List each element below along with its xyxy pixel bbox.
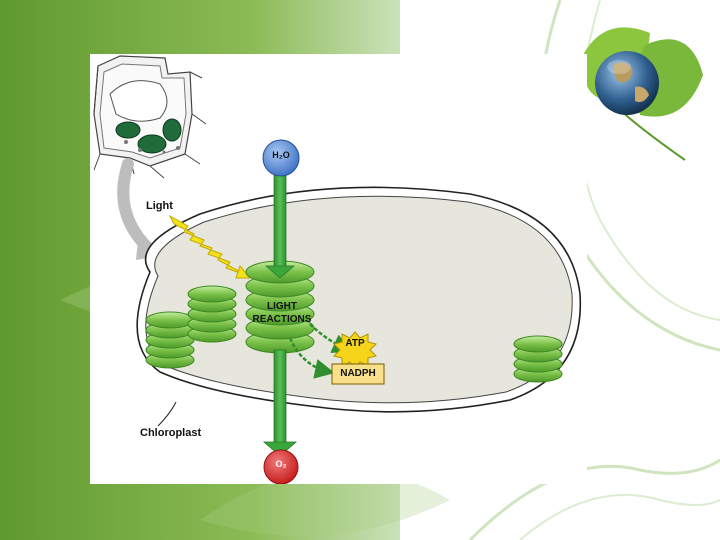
light-reactions-label: LIGHT REACTIONS	[240, 300, 324, 326]
light-reactions-line2: REACTIONS	[252, 314, 312, 325]
o2-molecule	[263, 449, 299, 484]
light-label: Light	[146, 200, 173, 212]
leaf-globe-logo	[582, 27, 703, 161]
nadph-box	[331, 363, 385, 385]
chloroplast-diagram-svg	[93, 55, 582, 484]
grana-stack-center	[245, 260, 315, 354]
zoom-pointer-arrow	[117, 158, 156, 256]
plant-cell-illustration	[93, 55, 207, 179]
oxygen-outflow-arrow	[273, 349, 287, 445]
atp-label: ATP	[345, 338, 365, 349]
chloroplast-label: Chloroplast	[140, 427, 202, 439]
light-bolt-icon	[168, 214, 249, 277]
chloroplast-pointer-line	[157, 401, 177, 427]
light-reactions-figure: Light H₂O LIGHT REACTIONS ATP NADPH Chlo…	[90, 54, 587, 484]
o2-label: O₂	[275, 459, 287, 469]
nadph-label: NADPH	[340, 368, 376, 379]
nadph-output-arrow	[288, 337, 335, 379]
h2o-label: H₂O	[272, 150, 290, 160]
h2o-molecule	[262, 139, 300, 177]
water-inflow-arrow	[273, 171, 287, 269]
grana-stack-right	[513, 335, 563, 383]
light-reactions-line1: LIGHT	[267, 301, 297, 312]
grana-stack-mid	[187, 285, 237, 343]
grana-stack-left	[145, 311, 195, 369]
chloroplast-stroma	[145, 195, 573, 404]
